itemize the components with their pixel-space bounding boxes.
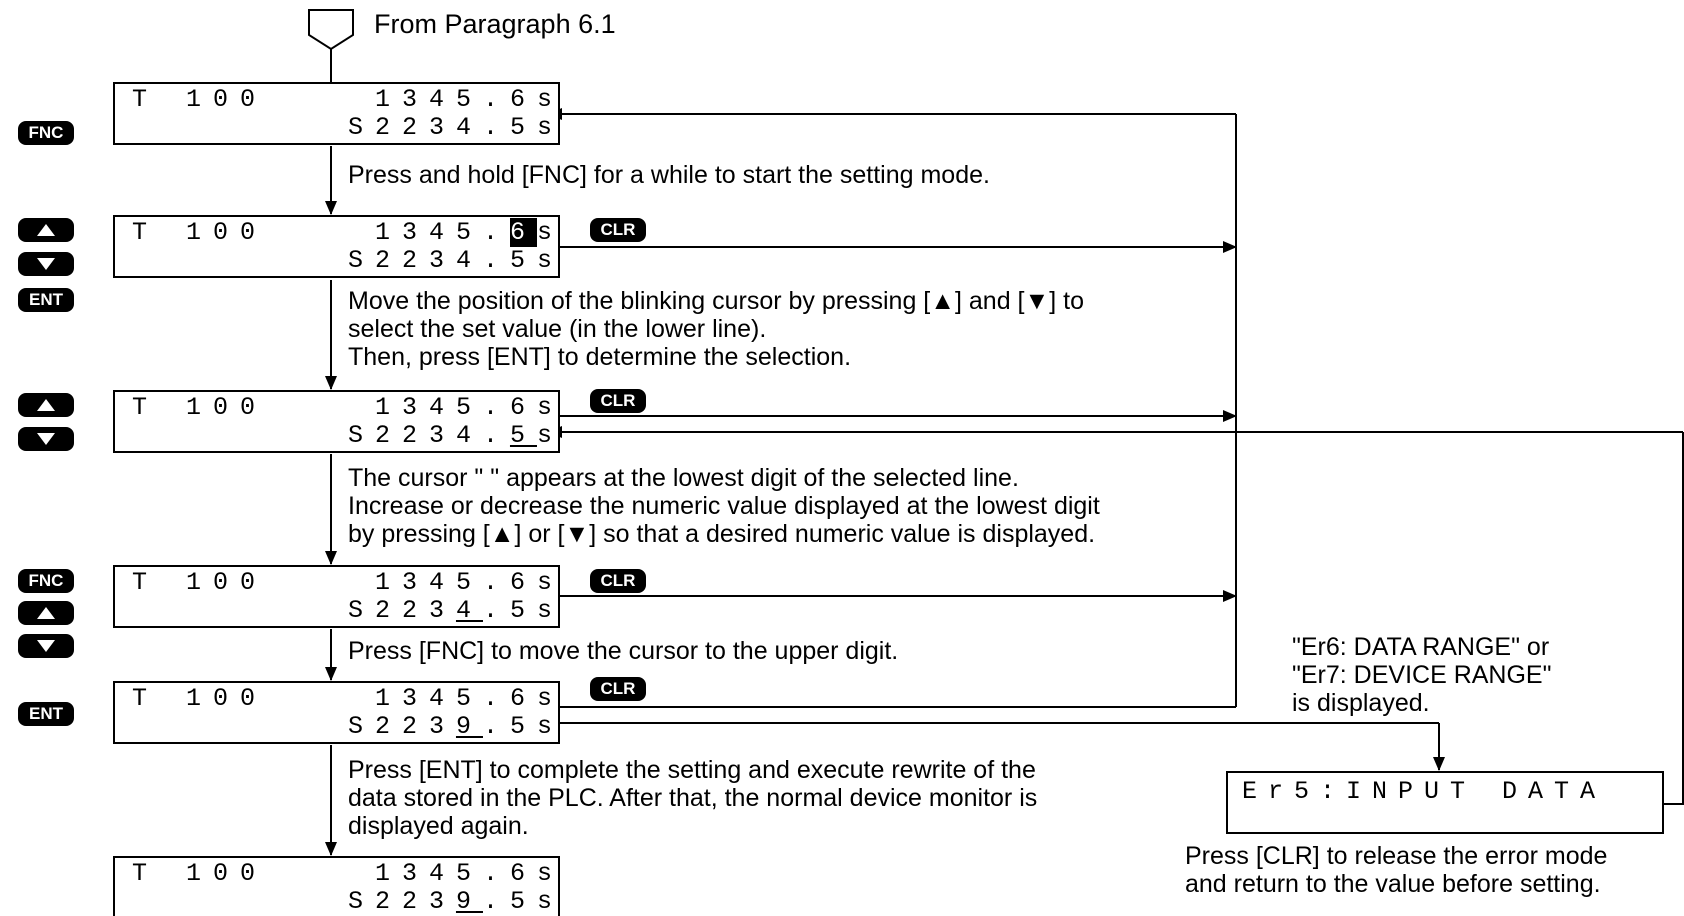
display-6-upper: 1345.6s <box>374 859 564 888</box>
display-3: T 100 1345.6s S2234.5s <box>113 390 560 453</box>
display-5: T 100 1345.6s S2239.5s <box>113 681 560 744</box>
fnc-key-2: FNC <box>18 569 74 593</box>
clr-note-line-1: Press [CLR] to release the error mode <box>1185 842 1608 870</box>
display-4: T 100 1345.6s S2234.5s <box>113 565 560 628</box>
error-display: Er5:INPUT DATA <box>1226 771 1664 834</box>
display-3-lower: S2234.5s <box>347 421 564 450</box>
display-5-upper: 1345.6s <box>374 684 564 713</box>
down-triangle-icon <box>37 258 55 270</box>
clr-key-3: CLR <box>590 569 646 593</box>
step-4-text: Press [FNC] to move the cursor to the up… <box>348 637 899 665</box>
error-note-line-2: "Er7: DEVICE RANGE" <box>1292 661 1552 689</box>
error-note-line-3: is displayed. <box>1292 689 1430 717</box>
display-2-upper: 1345.6s <box>374 218 564 247</box>
up-triangle-icon <box>37 224 55 236</box>
display-2: T 100 1345.6s S2234.5s <box>113 215 560 278</box>
down-key-1 <box>18 252 74 276</box>
down-triangle-icon <box>37 640 55 652</box>
display-3-tag: T 100 <box>132 393 268 422</box>
step-1-text: Press and hold [FNC] for a while to star… <box>348 161 990 189</box>
display-4-tag: T 100 <box>132 568 268 597</box>
step-5-line-2: data stored in the PLC. After that, the … <box>348 784 1038 812</box>
ent-key-2: ENT <box>18 702 74 726</box>
display-1-upper: 1345.6s <box>374 85 564 114</box>
display-1-tag: T 100 <box>132 85 268 114</box>
step-5-line-1: Press [ENT] to complete the setting and … <box>348 756 1036 784</box>
display-1-lower: S2234.5s <box>347 113 564 142</box>
display-5-tag: T 100 <box>132 684 268 713</box>
step-5-line-3: displayed again. <box>348 812 529 840</box>
up-triangle-icon <box>37 607 55 619</box>
up-key-2 <box>18 393 74 417</box>
clr-note-line-2: and return to the value before setting. <box>1185 870 1601 898</box>
ent-key-1: ENT <box>18 288 74 312</box>
clr-key-1: CLR <box>590 218 646 242</box>
underline-cursor: 9 <box>455 887 483 916</box>
step-3-line-1: The cursor " " appears at the lowest dig… <box>348 464 1019 492</box>
display-6-tag: T 100 <box>132 859 268 888</box>
display-4-upper: 1345.6s <box>374 568 564 597</box>
underline-cursor: 4 <box>455 596 483 625</box>
display-3-upper: 1345.6s <box>374 393 564 422</box>
display-1: T 100 1345.6s S2234.5s <box>113 82 560 145</box>
display-6: T 100 1345.6s S2239.5s <box>113 856 560 916</box>
up-triangle-icon <box>37 399 55 411</box>
step-2-line-2: select the set value (in the lower line)… <box>348 315 767 343</box>
step-2-line-1: Move the position of the blinking cursor… <box>348 287 1084 315</box>
step-3-line-2: Increase or decrease the numeric value d… <box>348 492 1100 520</box>
down-key-2 <box>18 427 74 451</box>
error-note-line-1: "Er6: DATA RANGE" or <box>1292 633 1550 661</box>
blinking-cursor: 6 <box>509 218 537 247</box>
display-6-lower: S2239.5s <box>347 887 564 916</box>
display-2-tag: T 100 <box>132 218 268 247</box>
step-2-line-3: Then, press [ENT] to determine the selec… <box>348 343 852 371</box>
up-key-1 <box>18 218 74 242</box>
clr-key-2: CLR <box>590 389 646 413</box>
clr-key-4: CLR <box>590 677 646 701</box>
fnc-key: FNC <box>18 121 74 145</box>
error-display-text: Er5:INPUT DATA <box>1242 777 1607 806</box>
start-connector <box>308 9 354 51</box>
down-triangle-icon <box>37 433 55 445</box>
underline-cursor: 5 <box>509 421 537 450</box>
display-5-lower: S2239.5s <box>347 712 564 741</box>
down-key-3 <box>18 634 74 658</box>
step-3-line-3: by pressing [▲] or [▼] so that a desired… <box>348 520 1096 548</box>
underline-cursor: 9 <box>455 712 483 741</box>
display-4-lower: S2234.5s <box>347 596 564 625</box>
start-label: From Paragraph 6.1 <box>374 9 616 39</box>
up-key-3 <box>18 601 74 625</box>
display-2-lower: S2234.5s <box>347 246 564 275</box>
